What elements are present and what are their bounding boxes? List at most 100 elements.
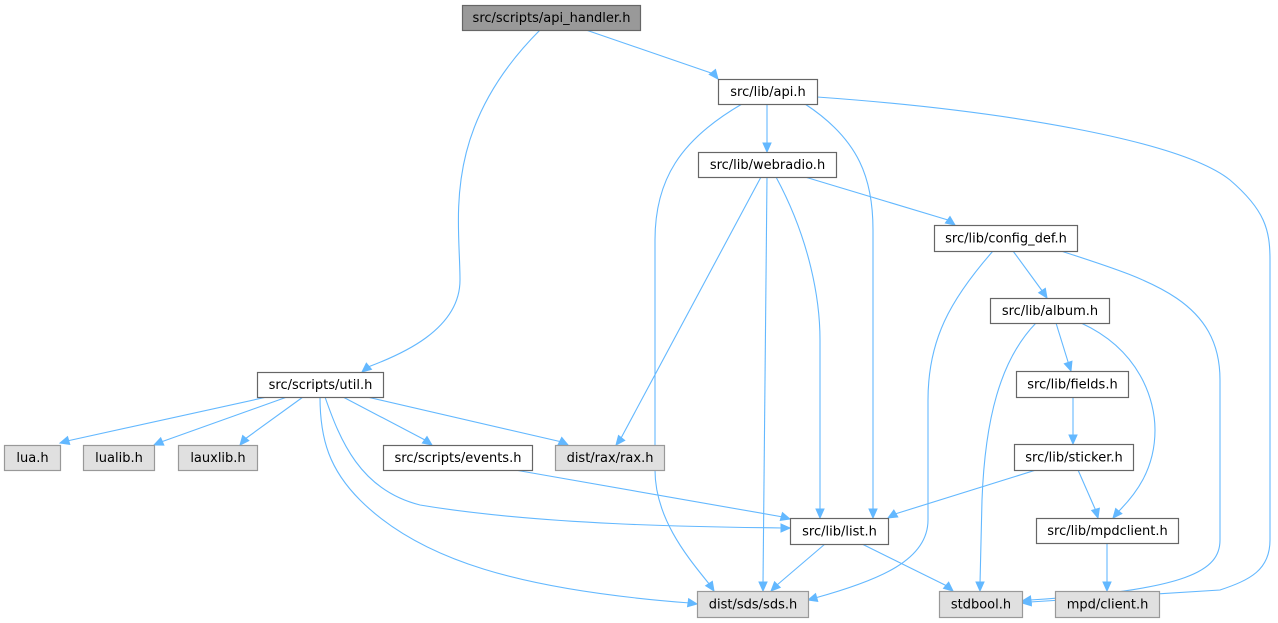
node-mpd-client[interactable]: mpd/client.h: [1054, 590, 1161, 619]
edge-line: [1029, 250, 1221, 601]
node-box[interactable]: [1013, 443, 1135, 472]
node-label: src/lib/mpdclient.h: [1047, 524, 1167, 539]
arrowhead-icon: [886, 509, 899, 519]
arrowhead-icon: [762, 142, 772, 154]
node-api[interactable]: src/lib/api.h: [717, 78, 819, 106]
edge-util-to-lua: [58, 396, 268, 445]
node-config-def[interactable]: src/lib/config_def.h: [933, 224, 1079, 253]
arrowhead-icon: [868, 508, 878, 520]
edge-line: [804, 176, 949, 221]
edge-webradio-to-list: [775, 176, 825, 520]
node-box[interactable]: [1054, 590, 1161, 619]
edge-util-to-lauxlib: [239, 396, 304, 446]
edge-line: [979, 322, 1037, 585]
arrowhead-icon: [686, 597, 699, 608]
node-box[interactable]: [1035, 517, 1180, 545]
node-lualib[interactable]: lualib.h: [82, 444, 156, 472]
node-list[interactable]: src/lib/list.h: [789, 517, 890, 546]
nodes-layer: src/scripts/api_handler.h src/lib/api.h sr…: [3, 4, 1180, 619]
arrowhead-icon: [1068, 434, 1078, 446]
node-label: lauxlib.h: [190, 451, 245, 466]
node-webradio[interactable]: src/lib/webradio.h: [697, 151, 838, 179]
node-box[interactable]: [938, 590, 1024, 619]
node-box[interactable]: [256, 371, 385, 399]
node-fields[interactable]: src/lib/fields.h: [1015, 370, 1130, 399]
arrowhead-icon: [779, 511, 792, 521]
node-box[interactable]: [554, 444, 666, 472]
edge-sticker-to-list: [886, 469, 1037, 519]
node-box[interactable]: [82, 444, 156, 472]
edge-line: [585, 29, 715, 75]
edge-line: [654, 103, 743, 586]
edge-line: [367, 29, 541, 368]
node-sds[interactable]: dist/sds/sds.h: [696, 590, 810, 619]
node-lua[interactable]: lua.h: [3, 444, 62, 472]
arrowhead-icon: [1112, 507, 1123, 519]
edge-line: [804, 103, 874, 510]
node-box[interactable]: [3, 444, 62, 472]
arrowhead-icon: [615, 434, 626, 446]
arrowhead-icon: [557, 436, 570, 446]
arrowhead-icon: [239, 434, 250, 446]
node-label: src/lib/config_def.h: [945, 232, 1067, 247]
node-label: src/lib/webradio.h: [710, 158, 825, 173]
edge-line: [1077, 469, 1097, 512]
arrowhead-icon: [152, 436, 165, 446]
node-label: lua.h: [16, 451, 48, 466]
node-rax[interactable]: dist/rax/rax.h: [554, 444, 666, 472]
edge-line: [814, 250, 994, 599]
node-label: dist/rax/rax.h: [567, 451, 654, 466]
node-box[interactable]: [717, 78, 819, 106]
node-box[interactable]: [933, 224, 1079, 253]
node-api-handler[interactable]: src/scripts/api_handler.h: [461, 4, 642, 32]
node-util[interactable]: src/scripts/util.h: [256, 371, 385, 399]
arrowhead-icon: [944, 215, 957, 226]
edge-line: [776, 543, 826, 586]
node-label: src/lib/album.h: [1002, 304, 1098, 319]
edge-line: [514, 469, 784, 518]
edge-api_handler-to-util: [361, 29, 541, 373]
edge-line: [160, 396, 288, 443]
edge-config_def-to-album: [1012, 250, 1048, 300]
node-box[interactable]: [1015, 370, 1130, 399]
arrowhead-icon: [1090, 507, 1100, 520]
edge-webradio-to-sds: [758, 176, 768, 593]
node-box[interactable]: [461, 4, 642, 32]
node-label: dist/sds/sds.h: [709, 598, 797, 613]
node-box[interactable]: [177, 444, 259, 472]
node-sticker[interactable]: src/lib/sticker.h: [1013, 443, 1135, 472]
node-box[interactable]: [697, 151, 838, 179]
edge-line: [775, 176, 821, 511]
edge-config_def-to-stdbool: [1020, 250, 1221, 605]
edge-util-to-rax: [366, 396, 570, 446]
edge-webradio-to-config_def: [804, 176, 957, 226]
node-label: src/scripts/api_handler.h: [473, 11, 631, 26]
node-mpdclient[interactable]: src/lib/mpdclient.h: [1035, 517, 1180, 545]
edge-util-to-list: [324, 396, 792, 533]
arrowhead-icon: [815, 508, 825, 520]
edge-util-to-lualib: [152, 396, 288, 446]
edge-api_handler-to-api: [585, 29, 719, 80]
node-label: lualib.h: [95, 451, 143, 466]
edge-album-to-stdbool: [975, 322, 1037, 593]
edge-util-to-sds: [319, 396, 699, 608]
arrowhead-icon: [708, 68, 719, 80]
edge-webradio-to-rax: [615, 176, 762, 446]
node-album[interactable]: src/lib/album.h: [989, 297, 1111, 325]
arrowhead-icon: [770, 580, 782, 592]
node-lauxlib[interactable]: lauxlib.h: [177, 444, 259, 472]
edge-line: [619, 176, 762, 441]
node-box[interactable]: [382, 444, 534, 472]
arrowhead-icon: [806, 592, 819, 602]
edge-line: [894, 469, 1037, 515]
edge-util-to-events: [342, 396, 434, 446]
node-stdbool[interactable]: stdbool.h: [938, 590, 1024, 619]
node-box[interactable]: [989, 297, 1111, 325]
node-events[interactable]: src/scripts/events.h: [382, 444, 534, 472]
edge-album-to-mpdclient: [1080, 322, 1156, 519]
node-box[interactable]: [696, 590, 810, 619]
edge-fields-to-sticker: [1068, 397, 1078, 446]
node-box[interactable]: [789, 517, 890, 546]
edge-list-to-sds: [770, 543, 826, 592]
node-label: mpd/client.h: [1067, 598, 1149, 613]
